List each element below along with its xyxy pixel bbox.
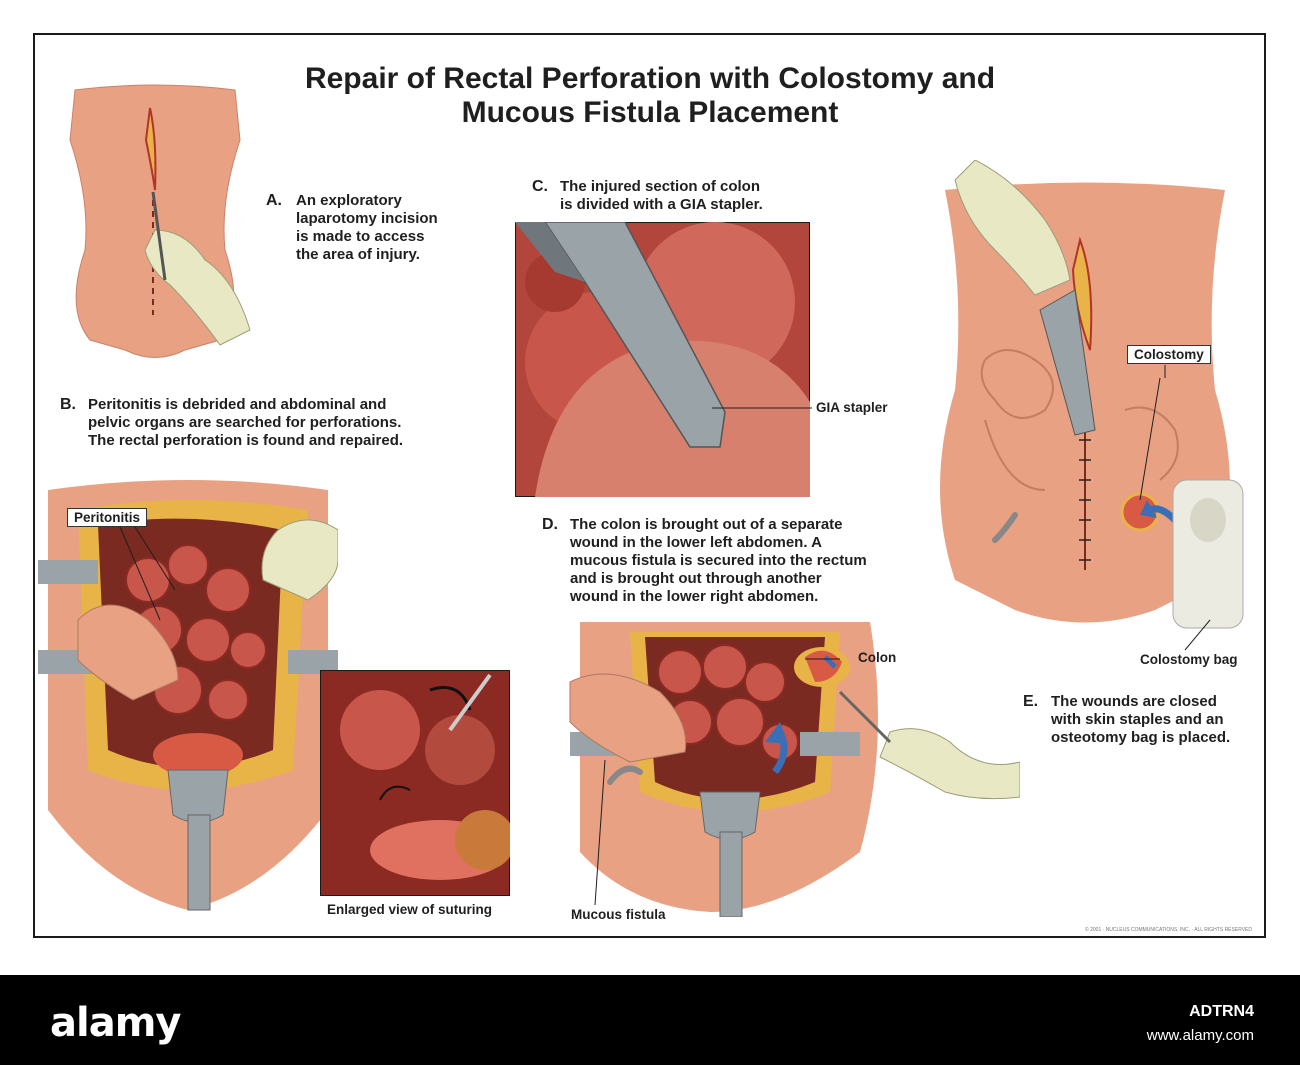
step-a-line: the area of injury. [296,246,420,263]
step-e-line: The wounds are closed [1051,693,1217,710]
title-line-2: Mucous Fistula Placement [461,96,839,129]
illustration-c-gia-stapler [515,222,810,497]
step-e-line: with skin staples and an [1051,711,1224,728]
leader-lines [119,365,1211,906]
step-d-line: wound in the lower right abdomen. [570,588,819,605]
step-a-line: laparotomy incision [296,210,438,227]
step-c-line: is divided with a GIA stapler. [560,196,763,213]
title-line-1: Repair of Rectal Perforation with Colost… [304,62,996,95]
step-b-line: pelvic organs are searched for perforati… [88,414,402,431]
step-d-line: and is brought out through another [570,570,822,587]
label-colostomy: Colostomy [1127,345,1211,364]
image-id: ADTRN4 [1189,1003,1254,1020]
step-b-line: Peritonitis is debrided and abdominal an… [88,396,387,413]
label-enlarged-view: Enlarged view of suturing [327,902,493,917]
illustration-b-open-abdomen [38,480,338,911]
step-a-line: An exploratory [296,192,402,209]
step-d-letter: D. [542,516,558,533]
footer-bar [0,975,1300,1065]
copyright-notice: © 2001 · NUCLEUS COMMUNICATIONS, INC. · … [1085,927,1252,933]
label-mucous-fistula: Mucous fistula [571,907,666,922]
step-d-line: The colon is brought out of a separate [570,516,843,533]
step-e-letter: E. [1023,693,1039,710]
step-e: E. The wounds are closed with skin stapl… [1023,693,1263,753]
step-c-letter: C. [532,178,548,195]
step-d: D. The colon is brought out of a separat… [542,516,912,611]
step-a: A. An exploratory laparotomy incision is… [266,192,526,272]
step-a-letter: A. [266,192,282,209]
illustration-e-closed-wounds [940,160,1244,629]
image-url: www.alamy.com [1146,1027,1254,1044]
label-peritonitis: Peritonitis [67,508,148,527]
step-b: B. Peritonitis is debrided and abdominal… [60,396,480,456]
step-c: C. The injured section of colon is divid… [532,178,832,218]
illustration-b-enlarged-suturing [320,670,510,896]
label-colostomy-bag: Colostomy bag [1140,652,1238,667]
alamy-logo: alamy [50,1000,181,1046]
label-gia-stapler: GIA stapler [816,400,888,415]
step-e-line: osteotomy bag is placed. [1051,729,1231,746]
label-colon: Colon [858,650,897,665]
step-d-line: mucous fistula is secured into the rectu… [570,552,867,569]
illustration-a-incision [69,84,251,358]
step-d-line: wound in the lower left abdomen. A [570,534,822,551]
step-a-line: is made to access [296,228,425,245]
illustration-d-colostomy-creation [569,622,1020,917]
page-title: Repair of Rectal Perforation with Colost… [0,62,1300,130]
step-b-line: The rectal perforation is found and repa… [88,432,404,449]
step-b-letter: B. [60,396,76,413]
step-c-line: The injured section of colon [560,178,761,195]
